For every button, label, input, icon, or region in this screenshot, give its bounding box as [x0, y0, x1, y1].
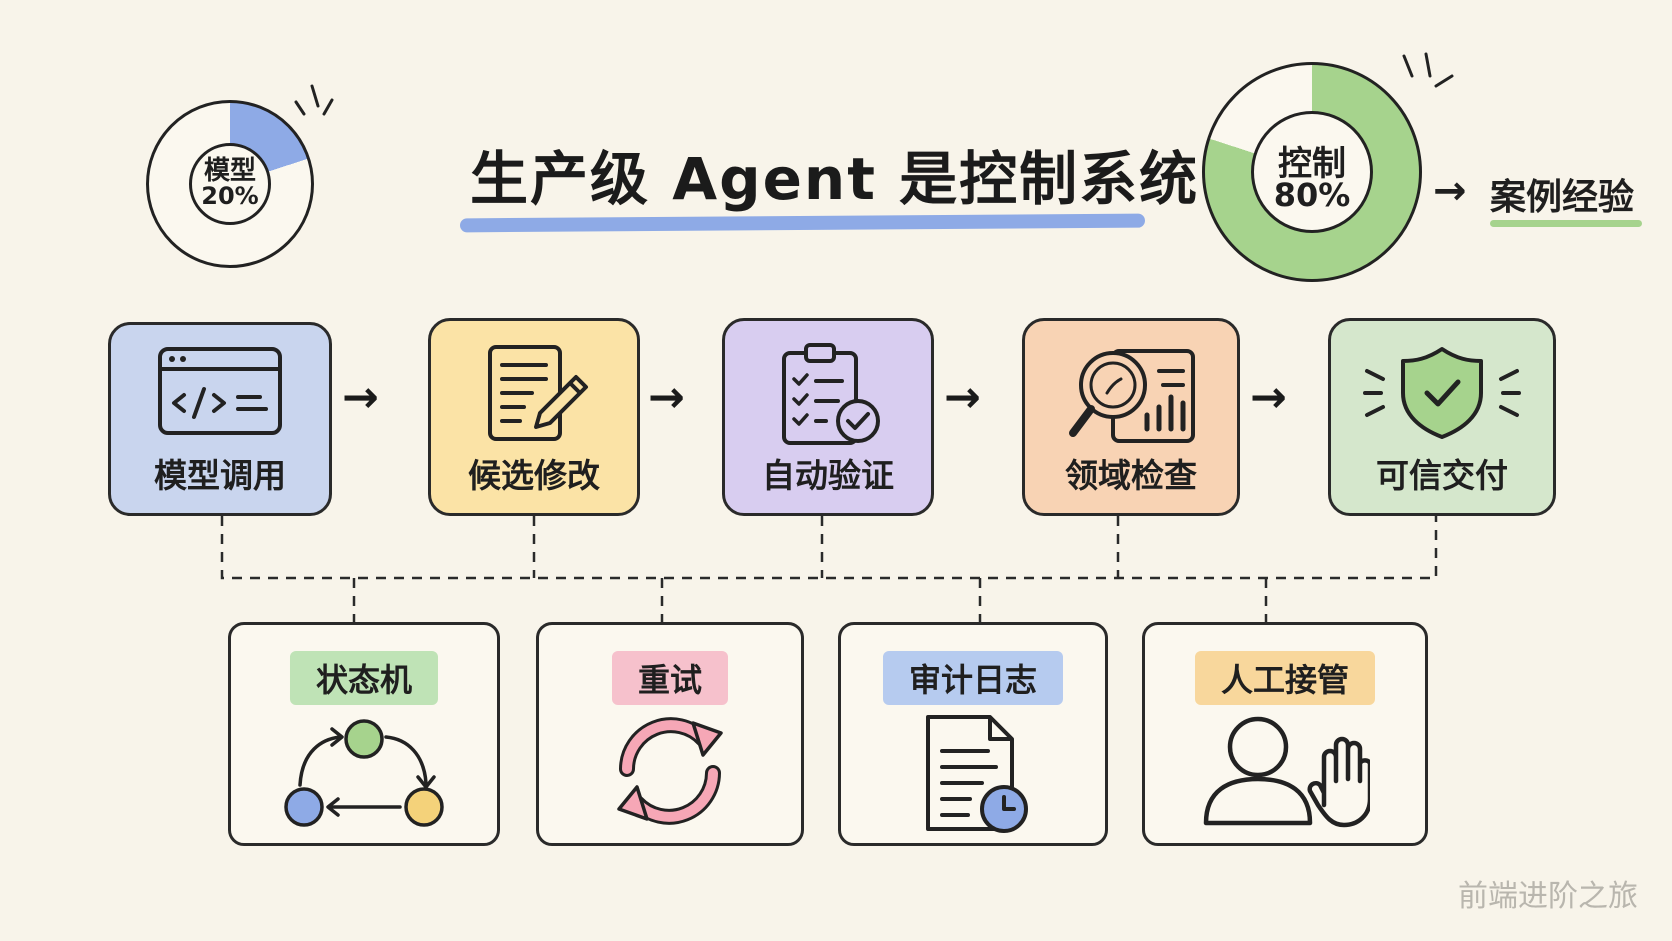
- watermark: 前端进阶之旅: [1458, 879, 1638, 914]
- page-title: 生产级 Agent 是控制系统: [470, 145, 1200, 213]
- step-auto-verify: 自动验证: [722, 318, 934, 516]
- step-label: 模型调用: [154, 456, 286, 495]
- case-underline: [1490, 220, 1642, 227]
- retry-arrows-icon: [617, 717, 723, 825]
- state-cycle-icon: [284, 719, 444, 827]
- card-state-machine: 状态机: [228, 622, 500, 846]
- log-clock-icon: [926, 715, 1028, 833]
- flow-arrow: →: [1250, 372, 1287, 423]
- flow-arrow: →: [648, 372, 685, 423]
- card-label: 状态机: [289, 651, 439, 705]
- step-label: 候选修改: [468, 456, 600, 495]
- magnifier-chart-icon: [1069, 349, 1195, 443]
- shield-check-icon: [1363, 347, 1521, 439]
- emphasis-ticks-icon: [294, 84, 334, 116]
- step-candidate-edit: 候选修改: [428, 318, 640, 516]
- flow-arrow: →: [944, 372, 981, 423]
- document-edit-icon: [488, 345, 588, 441]
- model-share-percent: 20%: [201, 182, 259, 210]
- step-label: 自动验证: [762, 456, 894, 495]
- card-label: 审计日志: [882, 651, 1064, 705]
- step-model-call: 模型调用: [108, 322, 332, 516]
- step-label: 领域检查: [1065, 456, 1197, 495]
- step-trusted-delivery: 可信交付: [1328, 318, 1556, 516]
- card-label: 重试: [611, 651, 729, 705]
- step-domain-check: 领域检查: [1022, 318, 1240, 516]
- code-window-icon: [158, 347, 282, 435]
- card-human-takeover: 人工接管: [1142, 622, 1428, 846]
- control-share-donut: [1202, 62, 1422, 282]
- card-retry: 重试: [536, 622, 804, 846]
- emphasis-ticks-icon: [1402, 52, 1454, 88]
- case-experience-label: 案例经验: [1490, 177, 1635, 218]
- case-arrow: →: [1433, 168, 1467, 214]
- control-share-percent: 80%: [1273, 176, 1351, 214]
- card-label: 人工接管: [1194, 651, 1376, 705]
- model-share-donut: [146, 100, 314, 268]
- flow-arrow: →: [342, 372, 379, 423]
- control-share-label: 控制: [1278, 144, 1346, 184]
- person-hand-icon: [1203, 716, 1370, 828]
- clipboard-check-icon: [782, 343, 880, 445]
- card-audit-log: 审计日志: [838, 622, 1108, 846]
- step-label: 可信交付: [1376, 456, 1508, 495]
- model-share-label: 模型: [203, 156, 256, 186]
